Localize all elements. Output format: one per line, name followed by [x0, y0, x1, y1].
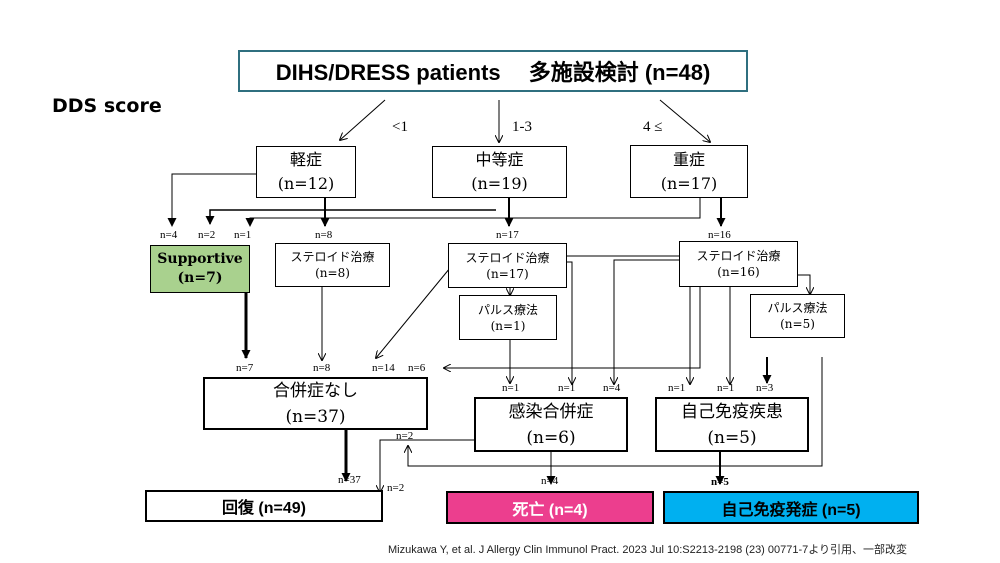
severity-mild-name: 軽症 — [289, 150, 322, 169]
outcome-autoimmune-onset-box: 自己免疫発症 (n=5) — [663, 491, 919, 524]
count-severe-to-infection: n=4 — [603, 382, 621, 394]
complication-infection-box: 感染合併症 (n=6) — [474, 397, 628, 452]
title-box: DIHS/DRESS patients 多施設検討 (n=48) — [238, 50, 748, 92]
severity-severe-name: 重症 — [672, 149, 705, 169]
complication-none-name: 合併症なし — [273, 380, 358, 401]
page-title: DIHS/DRESS patients 多施設検討 (n=48) — [275, 60, 711, 85]
severity-severe-box: 重症 (n=17) — [630, 145, 748, 198]
pulse-moderate-count: (n=1) — [490, 318, 526, 333]
steroid-moderate-count: (n=17) — [486, 266, 529, 281]
count-infection-to-recovery: n=2 — [396, 430, 414, 442]
severity-moderate-count: (n=19) — [471, 174, 528, 193]
steroid-mild-name: ステロイド治療 — [290, 250, 375, 264]
outcome-autoimmune-onset-label: 自己免疫発症 (n=5) — [721, 501, 861, 519]
severity-mild-box: 軽症 (n=12) — [256, 146, 356, 198]
outcome-recovery-box: 回復 (n=49) — [145, 490, 383, 522]
count-moderate-to-steroid: n=17 — [496, 229, 519, 241]
count-severe-to-none: n=6 — [408, 362, 426, 374]
count-moderate-to-none: n=14 — [372, 362, 395, 374]
score-range-high: 4 ≤ — [643, 119, 663, 135]
count-severe-to-steroid: n=16 — [708, 229, 731, 241]
complication-autoimmune-count: (n=5) — [707, 427, 757, 448]
outcome-recovery-label: 回復 (n=49) — [221, 500, 307, 517]
dds-score-label: DDS score — [52, 95, 162, 117]
complication-infection-name: 感染合併症 — [508, 401, 594, 422]
count-mild-to-supportive: n=4 — [160, 229, 178, 241]
severity-mild-count: (n=12) — [277, 174, 335, 193]
complication-none-box: 合併症なし (n=37) — [203, 377, 428, 430]
complication-infection-count: (n=6) — [526, 427, 576, 448]
pulse-moderate-box: パルス療法 (n=1) — [459, 295, 557, 340]
supportive-box: Supportive (n=7) — [150, 245, 250, 293]
count-pulse-to-infection: n=1 — [502, 382, 520, 394]
complication-autoimmune-name: 自己免疫疾患 — [681, 401, 783, 422]
score-range-low: <1 — [392, 119, 408, 135]
count-none-to-recovery: n=37 — [338, 474, 361, 486]
pulse-severe-count: (n=5) — [780, 317, 815, 331]
count-steroid-mild-to-none: n=8 — [313, 362, 331, 374]
steroid-severe-count: (n=16) — [717, 265, 760, 279]
steroid-mild-count: (n=8) — [315, 266, 350, 280]
pulse-moderate-name: パルス療法 — [477, 302, 538, 317]
count-autoimmune-to-recovery: n=2 — [387, 482, 405, 494]
pulse-severe-name: パルス療法 — [767, 301, 828, 315]
count-pulse-to-autoimmune: n=3 — [756, 382, 774, 394]
steroid-severe-box: ステロイド治療 (n=16) — [679, 241, 798, 287]
steroid-moderate-box: ステロイド治療 (n=17) — [448, 243, 567, 288]
count-moderate-to-supportive: n=2 — [198, 229, 216, 241]
outcome-death-box: 死亡 (n=4) — [446, 491, 654, 524]
complication-autoimmune-box: 自己免疫疾患 (n=5) — [655, 397, 809, 452]
severity-moderate-name: 中等症 — [475, 150, 524, 169]
pulse-severe-box: パルス療法 (n=5) — [750, 294, 845, 338]
supportive-count: (n=7) — [177, 270, 223, 286]
count-mild-to-steroid: n=8 — [315, 229, 333, 241]
complication-none-count: (n=37) — [285, 406, 346, 427]
steroid-severe-name: ステロイド治療 — [696, 249, 781, 263]
score-range-mid: 1-3 — [512, 119, 532, 135]
count-supportive-to-none: n=7 — [236, 362, 254, 374]
count-infection-to-death: n=4 — [541, 475, 559, 487]
count-severe-to-autoimmune: n=1 — [717, 382, 735, 394]
supportive-name: Supportive — [157, 251, 243, 267]
count-autoimmune-to-onset: n=5 — [711, 476, 729, 488]
count-severe-to-supportive: n=1 — [234, 229, 252, 241]
severity-moderate-box: 中等症 (n=19) — [432, 146, 567, 198]
count-moderate-to-infection: n=1 — [558, 382, 576, 394]
severity-severe-count: (n=17) — [660, 173, 718, 193]
outcome-death-label: 死亡 (n=4) — [512, 501, 588, 519]
count-moderate-to-autoimmune: n=1 — [668, 382, 686, 394]
steroid-moderate-name: ステロイド治療 — [465, 250, 550, 265]
citation: Mizukawa Y, et al. J Allergy Clin Immuno… — [388, 544, 908, 556]
steroid-mild-box: ステロイド治療 (n=8) — [275, 243, 390, 287]
